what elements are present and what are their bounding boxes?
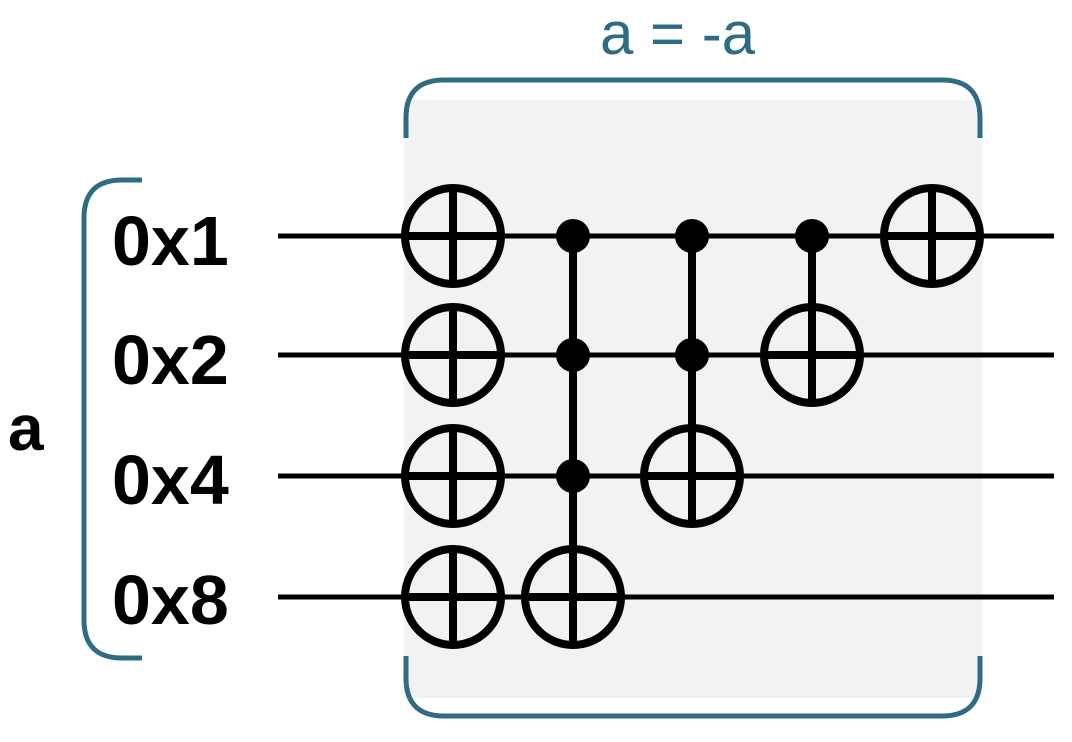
- not-gate-0x1: [401, 184, 505, 288]
- operation-box-top-bracket: [403, 77, 983, 138]
- cnot-target-0x4: [640, 424, 744, 528]
- operation-box-bottom-bracket: [403, 656, 983, 719]
- not-gate-0x8: [401, 545, 505, 649]
- not-gate-0x1: [880, 184, 984, 288]
- wire-label-0x1: 0x1: [112, 202, 229, 280]
- register-label: a: [8, 392, 44, 464]
- wire-label-0x2: 0x2: [112, 321, 229, 399]
- register-brace: [81, 177, 142, 661]
- control-dot-0x2: [556, 338, 590, 372]
- control-dot-0x2: [675, 338, 709, 372]
- gates-layer: [401, 184, 984, 649]
- control-dot-0x4: [556, 459, 590, 493]
- wire-label-0x4: 0x4: [112, 441, 229, 519]
- operation-title: a = -a: [600, 0, 756, 67]
- cnot-target-0x2: [760, 303, 864, 407]
- control-dot-0x1: [675, 219, 709, 253]
- not-gate-0x2: [401, 303, 505, 407]
- not-gate-0x4: [401, 424, 505, 528]
- cnot-target-0x8: [521, 545, 625, 649]
- control-dot-0x1: [795, 219, 829, 253]
- wire-label-0x8: 0x8: [112, 561, 229, 639]
- control-dot-0x1: [556, 219, 590, 253]
